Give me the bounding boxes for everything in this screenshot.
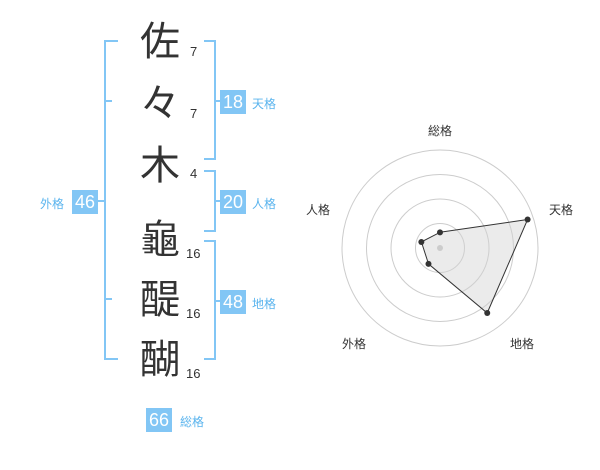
- soukaku-badge: 66: [146, 408, 172, 432]
- jinkaku-connector: [216, 200, 222, 202]
- tenkaku-connector: [216, 100, 222, 102]
- axis-label-soukaku: 総格: [428, 124, 453, 138]
- radar-point-3: [484, 310, 491, 317]
- radar-ring-3: [366, 174, 514, 322]
- name-char-3: 木: [140, 143, 180, 189]
- gaikaku-tick-1: [106, 100, 112, 102]
- tenkaku-bracket: [204, 40, 216, 160]
- radar-ring-4: [341, 149, 539, 347]
- gaikaku-connector: [98, 200, 104, 202]
- axis-label-jinkaku: 人格: [306, 203, 331, 217]
- radar-ring-1: [415, 223, 465, 273]
- stroke-count-3: 4: [190, 166, 198, 181]
- name-char-2: 々: [140, 81, 180, 127]
- chikaku-badge: 48: [220, 290, 246, 314]
- stroke-count-1: 7: [190, 44, 198, 59]
- chikaku-connector: [216, 300, 222, 302]
- radar-center-dot: [437, 245, 443, 251]
- name-char-5: 醍: [140, 277, 180, 323]
- tenkaku-label: 天格: [252, 97, 277, 111]
- chikaku-bracket: [204, 240, 216, 360]
- radar-point-5: [418, 238, 425, 245]
- jinkaku-badge: 20: [220, 190, 246, 214]
- radar-point-2: [524, 216, 531, 223]
- radar-series-area: [420, 218, 529, 314]
- axis-label-chikaku: 地格: [510, 337, 535, 351]
- stroke-count-4: 16: [186, 246, 201, 261]
- axis-label-tenkaku: 天格: [549, 203, 574, 217]
- soukaku-label: 総格: [180, 415, 205, 429]
- tenkaku-badge: 18: [220, 90, 246, 114]
- jinkaku-label: 人格: [252, 197, 277, 211]
- name-char-1: 佐: [140, 19, 180, 65]
- gaikaku-bracket: [104, 40, 118, 360]
- name-char-6: 醐: [140, 337, 180, 383]
- radar-ring-2: [390, 198, 490, 298]
- name-char-4: 龜: [140, 217, 180, 263]
- radar-point-4: [425, 260, 432, 267]
- axis-label-gaikaku: 外格: [342, 337, 367, 351]
- stroke-count-5: 16: [186, 306, 201, 321]
- radar-point-1: [437, 229, 443, 236]
- stroke-count-2: 7: [190, 106, 198, 121]
- gaikaku-badge: 46: [72, 190, 98, 214]
- gaikaku-label: 外格: [40, 197, 65, 211]
- stroke-count-6: 16: [186, 366, 201, 381]
- jinkaku-bracket: [204, 170, 216, 232]
- chikaku-label: 地格: [252, 297, 277, 311]
- gaikaku-tick-2: [106, 298, 112, 300]
